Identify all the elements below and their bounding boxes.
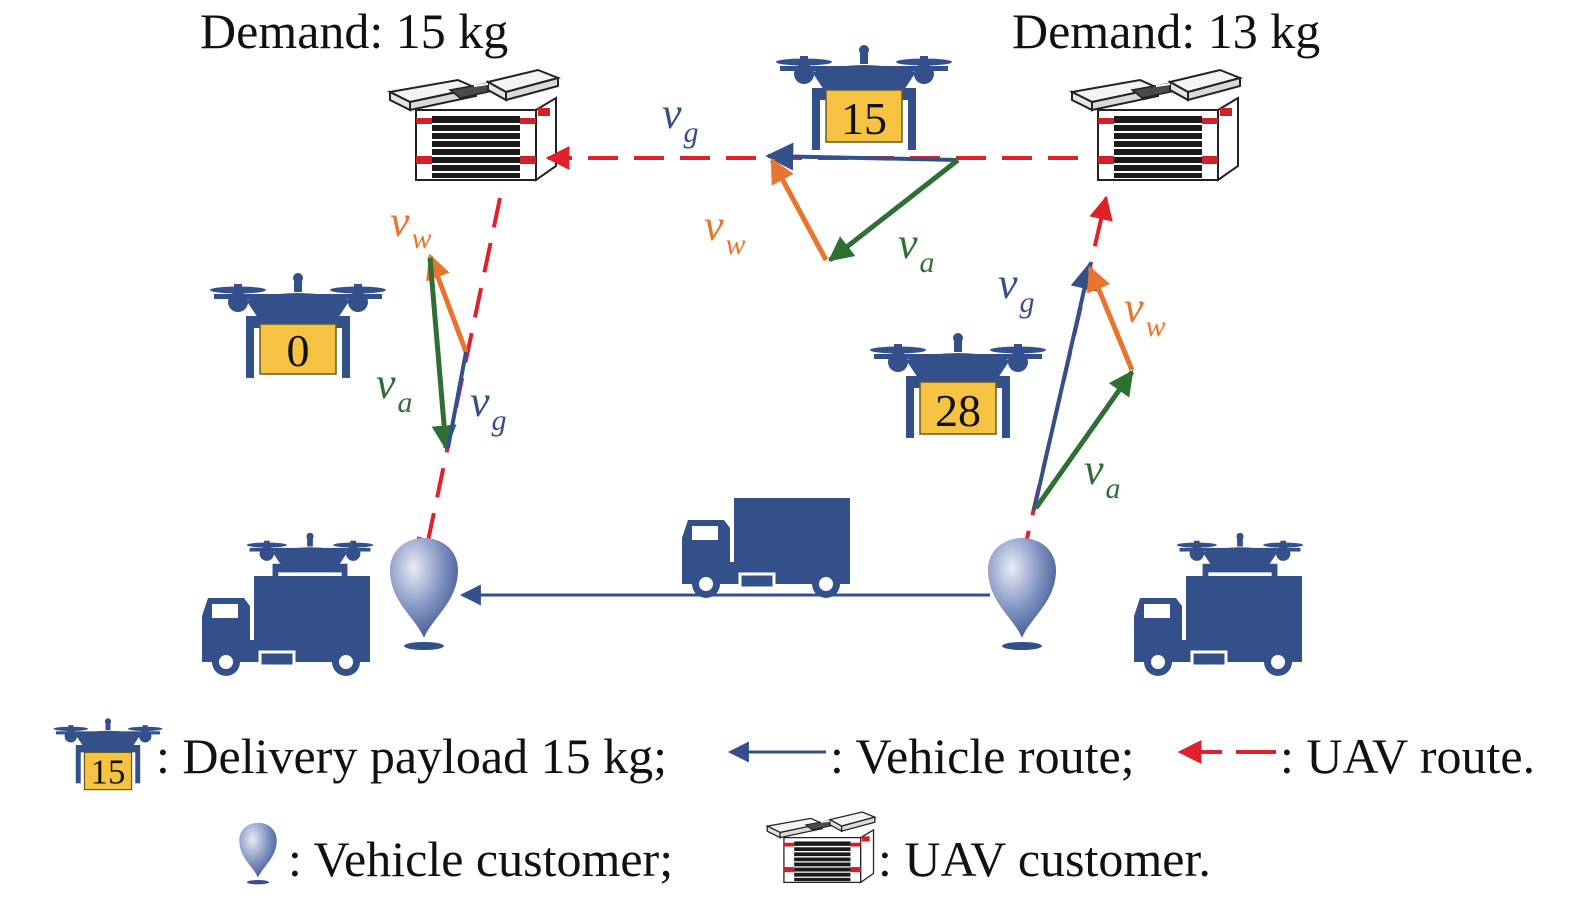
vw-arrow-right: [1087, 265, 1135, 371]
drone-right: 28: [870, 333, 1046, 438]
vw-label-top: vw: [704, 201, 746, 261]
legend-vehicle-customer-text: : Vehicle customer;: [288, 831, 673, 887]
truck-moving: [680, 496, 852, 600]
velocity-triangle-right: [1032, 261, 1135, 511]
truck-left: [200, 532, 374, 678]
truck-right: [1132, 532, 1304, 678]
legend-uav-customer-text: : UAV customer.: [878, 831, 1211, 887]
vehicle-customer-pin-right: [988, 538, 1056, 650]
vg-label-top: vg: [662, 89, 699, 149]
legend-uav-route-text: : UAV route.: [1280, 728, 1535, 784]
vw-label-right: vw: [1124, 283, 1166, 343]
va-label-right: va: [1084, 445, 1121, 505]
va-arrow-right: [1033, 369, 1135, 510]
payload-value-left: 0: [287, 325, 310, 376]
uav-customer-depot-left: [389, 69, 559, 181]
demand-label-right: Demand: 13 kg: [1012, 3, 1320, 59]
vg-label-right: vg: [998, 259, 1035, 319]
legend-payload-text: : Delivery payload 15 kg;: [156, 728, 667, 784]
uav-customer-depot-right: [1071, 69, 1241, 181]
payload-box: [83, 751, 133, 791]
drone-left: 0: [210, 273, 386, 378]
payload-box: [919, 381, 997, 435]
payload-value-right: 28: [935, 385, 981, 436]
va-arrow-left: [427, 257, 457, 451]
velocity-triangle-top: [765, 142, 960, 262]
vg-arrow-top: [765, 142, 959, 171]
legend-payload-value: 15: [91, 752, 126, 791]
drone-top: 15: [776, 45, 952, 150]
truck-icon: [200, 574, 372, 678]
va-arrow-top: [828, 158, 960, 262]
legend-vehicle-customer-pin-icon: [239, 822, 277, 885]
va-label-left: va: [376, 359, 413, 419]
demand-label-left: Demand: 15 kg: [200, 3, 508, 59]
payload-box: [259, 323, 337, 375]
vg-arrow-left: [446, 351, 468, 449]
vw-label-left: vw: [390, 197, 432, 255]
legend-payload-icon: 15: [53, 718, 163, 791]
vg-label-left: vg: [470, 377, 507, 437]
legend-uav-customer-depot-icon: [766, 811, 876, 884]
vehicle-customer-pin-left: [390, 538, 458, 650]
truck-icon: [1132, 574, 1304, 678]
vg-arrow-right: [1032, 261, 1099, 511]
vw-arrow-top: [769, 157, 829, 262]
va-label-top: va: [898, 219, 935, 279]
payload-box: [825, 89, 903, 143]
legend-vehicle-route-text: : Vehicle route;: [830, 728, 1135, 784]
payload-value-top: 15: [841, 93, 887, 144]
vw-arrow-left: [426, 253, 469, 353]
velocity-triangle-left: [426, 253, 469, 451]
